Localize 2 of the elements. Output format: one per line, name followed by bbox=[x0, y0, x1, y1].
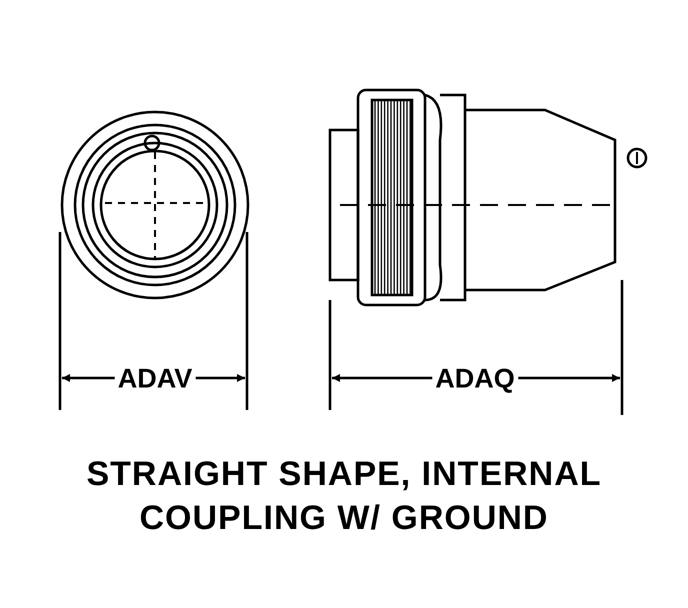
caption: STRAIGHT SHAPE, INTERNAL COUPLING W/ GROUND bbox=[85, 454, 603, 539]
dimension-label: ADAQ bbox=[432, 366, 518, 392]
